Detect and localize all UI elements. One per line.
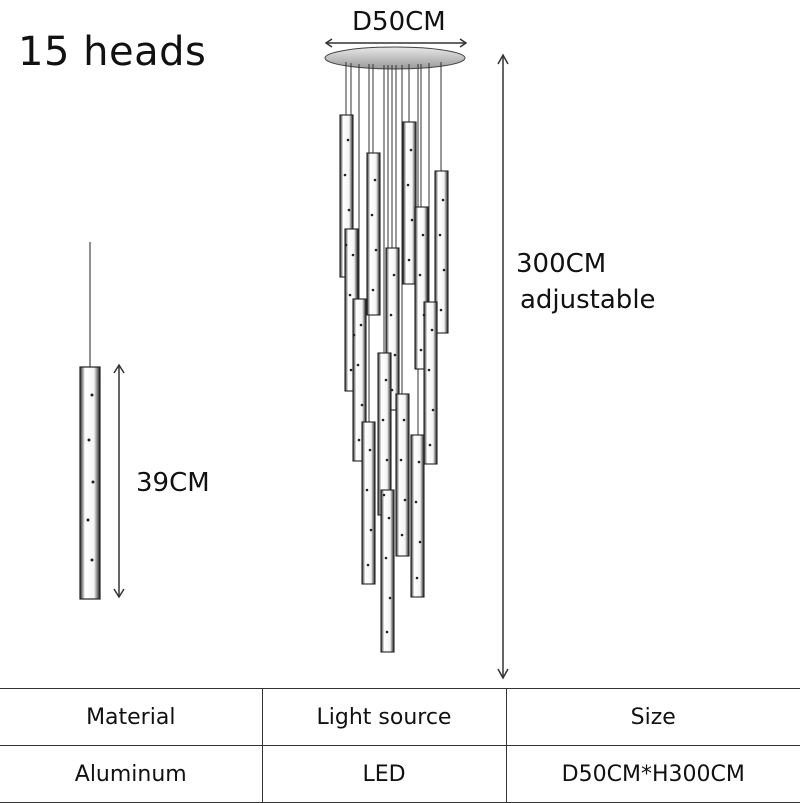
light-source-header: Light source [261, 688, 507, 746]
tube-14 [380, 489, 395, 653]
tube-8 [352, 298, 367, 462]
tube-13 [410, 434, 425, 598]
chandelier-diagram [79, 38, 509, 680]
product-heading: 15 heads [18, 29, 207, 75]
height-dimension-line [497, 53, 509, 680]
ceiling-canopy [324, 46, 466, 70]
suspension-wires [345, 62, 442, 490]
tube-light-dots [343, 138, 446, 634]
size-header: Size [505, 688, 800, 746]
material-value: Aluminum [0, 745, 263, 803]
height-note-label: adjustable [520, 285, 656, 315]
tube-9 [423, 301, 438, 465]
tube-2 [366, 152, 381, 316]
diameter-dimension-line [324, 38, 468, 48]
single-tube-pendant [79, 366, 101, 600]
chandelier-tubes [339, 114, 449, 653]
tube-length-label: 39CM [136, 468, 210, 498]
height-value-label: 300CM [516, 249, 607, 279]
tube-3 [402, 121, 417, 285]
material-header: Material [0, 688, 263, 746]
size-value: D50CM*H300CM [505, 745, 800, 803]
specs-table: Material Light source Size Aluminum LED … [0, 688, 800, 803]
tube-length-dimension-line [113, 363, 125, 599]
tube-11 [395, 393, 410, 557]
light-source-value: LED [261, 745, 507, 803]
diameter-label: D50CM [352, 7, 446, 37]
specs-header-row: Material Light source Size [0, 688, 800, 746]
specs-value-row: Aluminum LED D50CM*H300CM [0, 745, 800, 803]
tube-12 [361, 421, 376, 585]
tube-4 [434, 170, 449, 334]
